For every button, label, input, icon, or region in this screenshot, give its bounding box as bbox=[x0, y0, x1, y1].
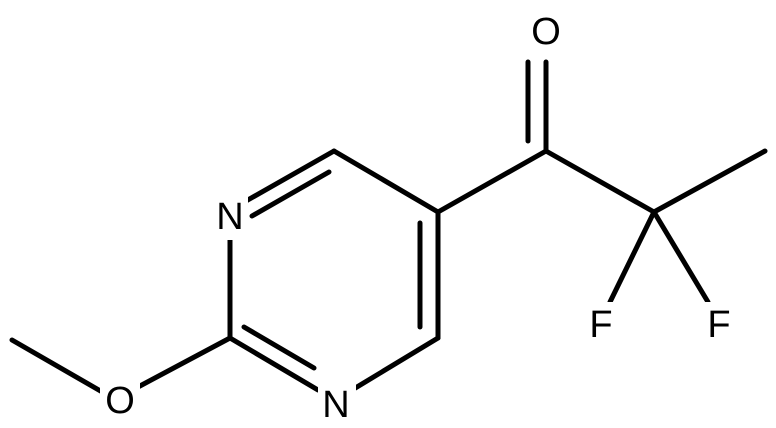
bond-c5-c6 bbox=[331, 148, 441, 215]
bond-carbonyl-cf2 bbox=[543, 148, 657, 215]
atom-o-carbonyl: O bbox=[526, 8, 564, 56]
bond-methyl-o bbox=[9, 337, 107, 396]
bond-cf2-f-left bbox=[607, 209, 657, 305]
bond-cf2-methyl bbox=[651, 148, 768, 215]
atom-n-bottom-label: N bbox=[322, 384, 349, 426]
atom-f-right: F bbox=[702, 302, 738, 348]
bond-c5-carbonyl bbox=[435, 148, 549, 215]
bond-cf2-f-right bbox=[651, 209, 711, 305]
atom-f-left: F bbox=[584, 302, 620, 348]
atom-n-top-label: N bbox=[216, 196, 243, 238]
atom-o-methoxy: O bbox=[100, 378, 140, 424]
bond-n3-c4 bbox=[349, 335, 441, 393]
bonds bbox=[9, 59, 768, 396]
atom-o-methoxy-label: O bbox=[105, 380, 135, 422]
atom-n-top: N bbox=[212, 196, 248, 240]
atom-n-bottom: N bbox=[318, 384, 356, 428]
bond-c6-n1-inner bbox=[249, 169, 332, 219]
bond-c6-n1 bbox=[243, 148, 337, 204]
bond-c2-n3-inner bbox=[241, 324, 317, 371]
atom-o-carbonyl-label: O bbox=[531, 11, 561, 53]
atom-labels: O N N O F F bbox=[100, 8, 738, 428]
atom-f-left-label: F bbox=[589, 304, 612, 346]
bond-c2-n3 bbox=[227, 335, 321, 393]
bond-o-c2 bbox=[135, 335, 233, 390]
atom-f-right-label: F bbox=[707, 304, 730, 346]
